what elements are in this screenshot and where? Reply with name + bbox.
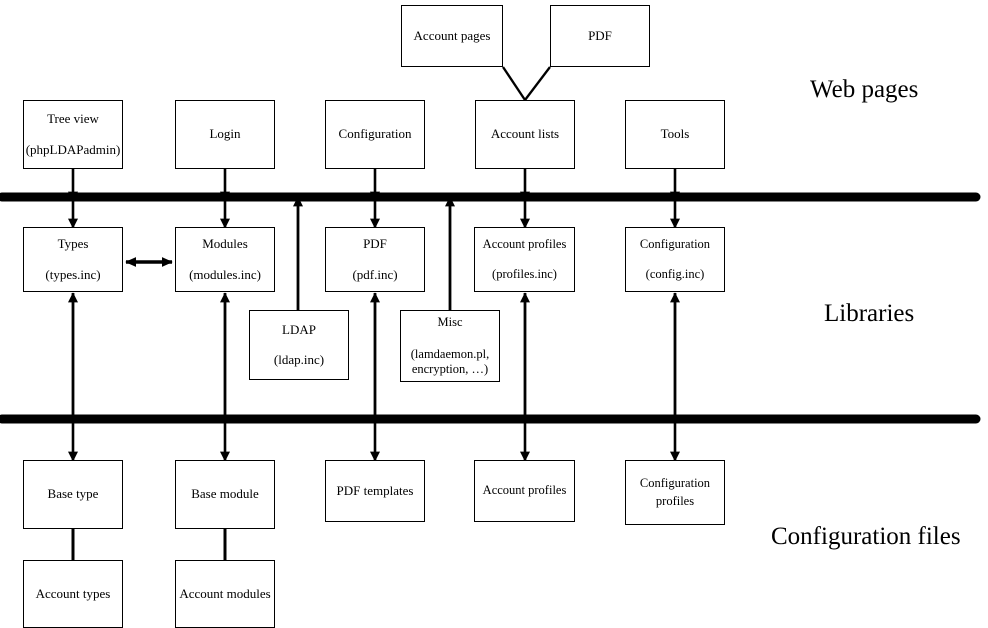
node-account-profiles-file-line1: Account profiles <box>482 483 567 498</box>
node-configuration-lib-line2: (config.inc) <box>645 266 705 281</box>
node-base-type[interactable]: Base type <box>23 460 123 529</box>
node-account-pages[interactable]: Account pages <box>401 5 503 67</box>
node-configuration-profiles-line1: Configuration <box>639 475 711 490</box>
node-pdf-lib-line1: PDF <box>363 236 387 252</box>
node-configuration-profiles-line2: profiles <box>655 493 695 508</box>
node-account-lists-line1: Account lists <box>490 126 560 142</box>
node-tools[interactable]: Tools <box>625 100 725 169</box>
node-pdf-page[interactable]: PDF <box>550 5 650 67</box>
node-configuration-lib-line1: Configuration <box>639 236 711 251</box>
section-label-configuration-files: Configuration files <box>771 523 961 550</box>
node-account-pages-line1: Account pages <box>413 27 491 43</box>
node-account-profiles-lib-line2: (profiles.inc) <box>492 266 557 281</box>
section-label-libraries: Libraries <box>824 300 915 327</box>
node-account-profiles-file[interactable]: Account profiles <box>474 460 575 522</box>
node-pdf-lib[interactable]: PDF (pdf.inc) <box>325 227 425 292</box>
base-to-account-lines-group <box>71 529 227 561</box>
node-configuration-profiles[interactable]: Configuration profiles <box>625 460 725 525</box>
node-base-module-line1: Base module <box>191 486 259 502</box>
line-pdf-to-account-lists <box>524 66 551 101</box>
node-pdf-templates-line1: PDF templates <box>336 482 414 498</box>
node-account-modules[interactable]: Account modules <box>175 560 275 628</box>
converging-lines-group <box>502 66 551 101</box>
node-base-module[interactable]: Base module <box>175 460 275 529</box>
node-account-types-line1: Account types <box>35 585 111 601</box>
node-misc-lib[interactable]: Misc (lamdaemon.pl, encryption, …) <box>400 310 500 382</box>
node-account-modules-line1: Account modules <box>179 585 271 601</box>
node-misc-lib-line1: Misc <box>437 315 463 329</box>
node-modules-lib-line2: (modules.inc) <box>189 266 261 282</box>
node-pdf-page-line1: PDF <box>588 27 612 43</box>
node-configuration-page-line1: Configuration <box>338 126 412 142</box>
line-account-pages-to-account-lists <box>502 66 526 101</box>
node-pdf-templates[interactable]: PDF templates <box>325 460 425 522</box>
node-configuration-page[interactable]: Configuration <box>325 100 425 169</box>
node-ldap-lib-line2: (ldap.inc) <box>273 352 325 367</box>
bottombar-to-libraries-arrows-group <box>68 292 680 421</box>
node-types-lib-line2: (types.inc) <box>45 266 101 282</box>
node-base-type-line1: Base type <box>47 486 99 502</box>
node-types-lib[interactable]: Types (types.inc) <box>23 227 123 292</box>
node-modules-lib[interactable]: Modules (modules.inc) <box>175 227 275 292</box>
section-label-web-pages: Web pages <box>810 76 919 103</box>
node-account-profiles-lib-line1: Account profiles <box>482 236 567 251</box>
node-pdf-lib-line2: (pdf.inc) <box>352 266 398 282</box>
node-modules-lib-line1: Modules <box>202 236 248 252</box>
node-login-line1: Login <box>209 126 241 142</box>
node-tools-line1: Tools <box>660 126 690 142</box>
webpage-down-arrows-group <box>68 169 680 202</box>
node-configuration-lib[interactable]: Configuration (config.inc) <box>625 227 725 292</box>
node-types-lib-line1: Types <box>57 236 89 252</box>
node-tree-view-line2: (phpLDAPadmin) <box>25 141 121 157</box>
node-misc-lib-line2: (lamdaemon.pl, encryption, …) <box>410 346 490 377</box>
node-ldap-lib-line1: LDAP <box>282 321 316 337</box>
bottombar-to-configfiles-arrows-group <box>68 418 680 462</box>
topbar-to-libraries-arrows-group <box>68 196 680 229</box>
node-login[interactable]: Login <box>175 100 275 169</box>
node-ldap-lib[interactable]: LDAP (ldap.inc) <box>249 310 349 380</box>
node-account-types[interactable]: Account types <box>23 560 123 628</box>
node-account-lists[interactable]: Account lists <box>475 100 575 169</box>
node-tree-view-line1: Tree view <box>47 111 99 127</box>
node-tree-view[interactable]: Tree view (phpLDAPadmin) <box>23 100 123 169</box>
node-account-profiles-lib[interactable]: Account profiles (profiles.inc) <box>474 227 575 292</box>
